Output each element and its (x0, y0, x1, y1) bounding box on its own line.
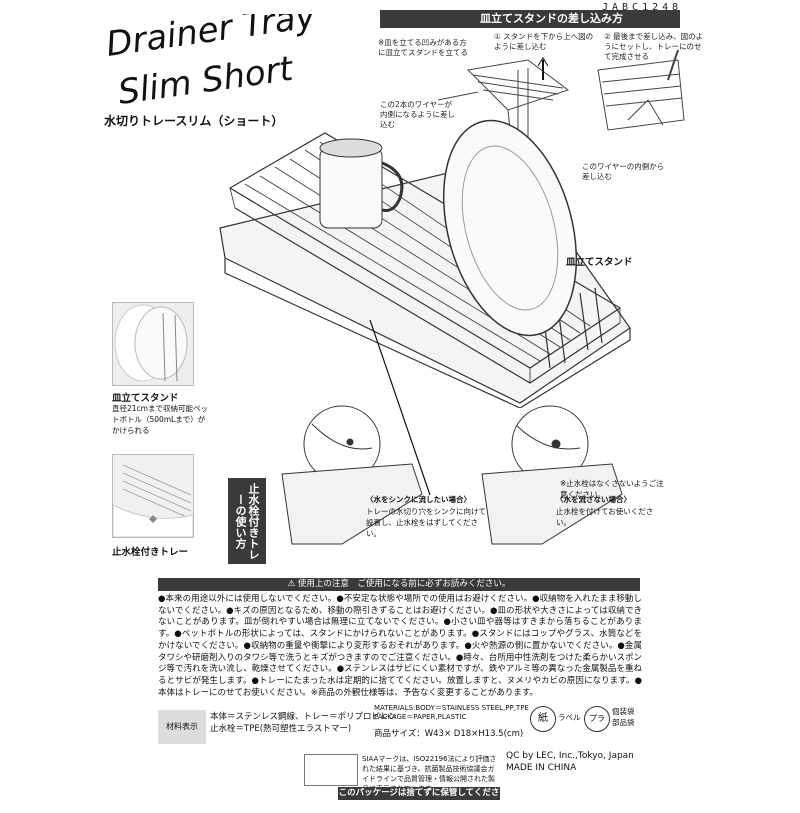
product-title: Drainer Tray Slim Short (104, 14, 319, 113)
feature2-title: 止水栓付きトレー (112, 547, 189, 558)
install-header: 皿立てスタンドの差し込み方 (380, 10, 680, 28)
materials-en-line1: MATERIALS:BODY＝STAINLESS STEEL,PP,TPE (374, 704, 529, 712)
feature1-title: 皿立てスタンド (112, 393, 179, 404)
feature-photo-tray (112, 454, 194, 538)
recycle-plastic-desc1: 個装袋 (612, 707, 635, 716)
keep-package-notice: このパッケージは捨てずに保管してください。 (338, 787, 500, 811)
stopper-diagrams (281, 405, 623, 545)
install-diagram (437, 49, 685, 142)
siaa-logo-icon (304, 754, 358, 786)
install-step2: ② 最後まで差し込み、図のようにセットし、トレーにのせて完成させる (604, 32, 704, 61)
stopper-left-title: 〈水をシンクに流したい場合〉 (366, 495, 471, 504)
install-wire-inner: この2本のワイヤーが内側になるように差し込む (380, 100, 455, 129)
materials-main-line2: 止水栓＝TPE(熱可塑性エラストマー) (210, 724, 352, 734)
recycle-plastic-desc2: 部品袋 (612, 718, 635, 727)
pointer-line (369, 320, 431, 496)
product-illustration (219, 119, 631, 408)
install-wire-hook: このワイヤーの内側から差し込む (582, 162, 665, 181)
product-subtitle: 水切りトレースリム（ショート） (104, 114, 284, 128)
materials-label: 材料表示 (158, 710, 206, 744)
product-size: 商品サイズ：W43× D18×H13.5(cm) (374, 729, 524, 739)
recycle-plastic-desc: 個装袋 部品袋 (612, 706, 635, 728)
paper-recycle-icon: 紙 (530, 706, 556, 732)
materials-en: MATERIALS:BODY＝STAINLESS STEEL,PP,TPE PA… (374, 704, 529, 722)
install-note: ※皿を立てる凹みがある方に皿立てスタンドを立てる (378, 38, 468, 57)
product-code: JABC1248 (602, 2, 683, 13)
dish-stand-label: 皿立てスタンド (566, 257, 633, 268)
company-line1: QC by LEC, Inc.,Tokyo, Japan (506, 751, 634, 761)
materials-main: 本体＝ステンレス鋼線、トレー＝ポリプロピレン 止水栓＝TPE(熱可塑性エラストマ… (210, 711, 397, 735)
company-line2: MADE IN CHINA (506, 763, 577, 773)
materials-en-line2: PACKAGE＝PAPER,PLASTIC (374, 713, 467, 721)
stopper-right-desc: 止水栓を付けてお使いください。 (556, 507, 654, 527)
materials-main-line1: 本体＝ステンレス鋼線、トレー＝ポリプロピレン (210, 712, 398, 722)
stopper-note: ※止水栓はなくさないようご注意ください。 (560, 479, 664, 499)
install-step1: ① スタンドを下から上へ図のように差し込む (494, 32, 594, 51)
mug-shape (319, 138, 404, 229)
recycle-label: ラベル (558, 713, 581, 722)
stopper-usage-label: 止水栓付きトレーの使い方 (228, 478, 266, 564)
caution-text: ●本来の用途以外には使用しないでください。●不安定な状態や場所での使用はお避けく… (158, 594, 642, 698)
stopper-right-title: 〈水を流さない場合〉 (556, 495, 631, 504)
feature-photo-stand (112, 302, 194, 386)
caution-header: ⚠ 使用上の注意 ご使用になる前に必ずお読みください。 (158, 578, 640, 591)
plastic-recycle-icon: プラ (584, 706, 610, 732)
company-info: QC by LEC, Inc.,Tokyo, Japan MADE IN CHI… (506, 750, 634, 774)
feature1-desc: 直径21cmまで収納可能ペットボトル（500mLまで）がかけられる (112, 404, 208, 435)
stopper-left-desc: トレーの水切り穴をシンクに向けて設置し、止水栓をはずしてください。 (366, 507, 486, 538)
